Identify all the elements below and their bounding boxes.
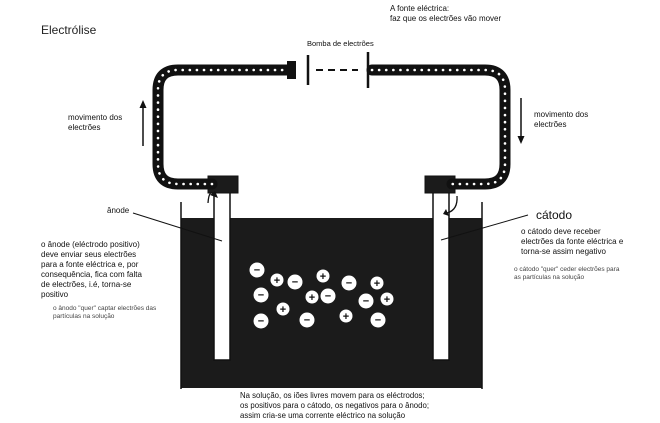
anode-label: ânode: [107, 206, 130, 215]
svg-text:+: +: [384, 294, 390, 306]
bottom-caption: Na solução, os iões livres movem para os…: [240, 391, 429, 421]
positive-ion: +: [305, 290, 319, 304]
source-note: A fonte eléctrica: faz que os electrões …: [390, 4, 501, 24]
positive-ion: +: [380, 292, 394, 306]
svg-text:−: −: [292, 277, 298, 289]
caption-line: Na solução, os iões livres movem para os…: [240, 391, 425, 400]
anode-leader-line: [132, 212, 223, 242]
cathode-label: cátodo: [536, 208, 573, 222]
negative-ion: −: [370, 312, 386, 328]
anode-desc-line: o ânode (eléctrodo positivo): [41, 240, 140, 249]
right-wire: [366, 64, 511, 190]
svg-text:+: +: [320, 271, 326, 283]
cathode-description: o cátodo deve receber electrões da fonte…: [521, 227, 623, 257]
svg-text:−: −: [258, 316, 264, 328]
cathode-desc-line: torna-se assim negativo: [521, 247, 606, 256]
anode-electrode: [213, 189, 231, 361]
motion-label-line: movimento dos: [68, 113, 123, 122]
svg-text:+: +: [309, 292, 315, 304]
svg-text:−: −: [258, 290, 264, 302]
negative-ion: −: [253, 287, 269, 303]
negative-ion: −: [320, 288, 336, 304]
svg-text:−: −: [304, 315, 310, 327]
anode-note-line: partículas na solução: [53, 313, 115, 320]
svg-text:+: +: [374, 278, 380, 290]
cathode-leader-line: [440, 214, 529, 241]
cathode-note: o cátodo "quer" ceder electrões para as …: [514, 266, 619, 282]
negative-ion: −: [299, 312, 315, 328]
svg-text:−: −: [375, 315, 381, 327]
positive-ion: +: [339, 309, 353, 323]
negative-ion: −: [341, 275, 357, 291]
anode-desc-line: para a fonte eléctrica e, por: [41, 260, 139, 269]
negative-ion: −: [358, 293, 374, 309]
anode-curved-arrowhead-icon: [210, 191, 218, 198]
right-wire-dots: [370, 68, 507, 186]
caption-line: assim cria-se uma corrente eléctrico na …: [240, 411, 406, 420]
cathode-note-line: as partículas na solução: [514, 274, 585, 281]
svg-text:−: −: [346, 278, 352, 290]
right-motion-arrowhead-icon: [517, 136, 525, 144]
anode-desc-line: positivo: [41, 290, 69, 299]
source-note-line: faz que os electrões vão mover: [390, 14, 502, 23]
left-motion-label: movimento dos electrões: [68, 113, 122, 133]
motion-label-line: electrões: [68, 123, 101, 132]
left-motion-arrowhead-icon: [139, 100, 147, 108]
svg-text:−: −: [325, 291, 331, 303]
motion-label-line: movimento dos: [534, 110, 589, 119]
negative-ions: − − − − − − − − −: [249, 262, 386, 329]
positive-ions: + + + + + + +: [270, 269, 394, 323]
anode-note: o ânodo "quer" captar electrões das part…: [53, 305, 156, 321]
anode-desc-line: de electrões, i.é, torna-se: [41, 280, 132, 289]
negative-ion: −: [287, 274, 303, 290]
svg-text:+: +: [280, 304, 286, 316]
anode-note-line: o ânodo "quer" captar electrões das: [53, 305, 157, 312]
positive-ion: +: [370, 276, 384, 290]
left-wire: [152, 64, 295, 190]
anode-description: o ânode (eléctrodo positivo) deve enviar…: [41, 240, 142, 300]
caption-line: os positivos para o cátodo, os negativos…: [240, 401, 429, 410]
positive-ion: +: [316, 269, 330, 283]
negative-ion: −: [253, 313, 269, 329]
svg-text:+: +: [343, 311, 349, 323]
solution-container: [181, 218, 482, 388]
svg-text:−: −: [254, 265, 260, 277]
page-title: Electrólise: [41, 23, 97, 37]
pump-left-terminal: [287, 61, 296, 79]
positive-ion: +: [270, 273, 284, 287]
svg-text:−: −: [363, 296, 369, 308]
left-wire-dots: [156, 68, 291, 186]
svg-text:+: +: [274, 275, 280, 287]
cathode-note-line: o cátodo "quer" ceder electrões para: [514, 266, 620, 273]
motion-label-line: electrões: [534, 120, 567, 129]
cathode-desc-line: electrões da fonte eléctrica e: [521, 237, 624, 246]
anode-desc-line: deve enviar seus electrões: [41, 250, 137, 259]
pump-label: Bomba de electrões: [307, 39, 374, 48]
cathode-curved-arrowhead-icon: [443, 209, 449, 216]
cathode-electrode: [432, 189, 450, 361]
positive-ion: +: [276, 302, 290, 316]
cathode-desc-line: o cátodo deve receber: [521, 227, 601, 236]
negative-ion: −: [249, 262, 265, 278]
source-note-line: A fonte eléctrica:: [390, 4, 450, 13]
right-motion-label: movimento dos electrões: [534, 110, 588, 130]
cathode-curved-arrow: [446, 195, 458, 214]
anode-desc-line: consequência, fica com falta: [41, 270, 142, 279]
